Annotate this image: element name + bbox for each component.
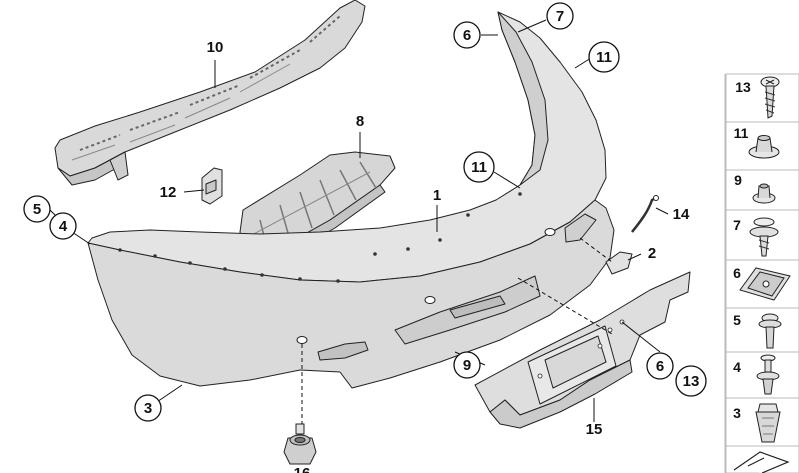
clip-nut-11-icon (748, 135, 780, 159)
part-2-cover-cap (605, 251, 633, 275)
nut-9-icon (752, 183, 776, 204)
callout-label: 4 (59, 218, 68, 235)
callout-label: 10 (207, 39, 224, 56)
callout-label: 14 (673, 206, 690, 223)
clip-3-icon (755, 403, 781, 443)
callout-label: 2 (648, 245, 656, 262)
callout-11b: 11 (588, 41, 620, 73)
screw-7-icon (749, 217, 779, 257)
callout-14: 14 (673, 206, 690, 223)
callout-label: 6 (463, 27, 471, 44)
direction-arrow-icon (733, 451, 790, 473)
side-item-label: 3 (733, 405, 741, 421)
screw-13-icon (760, 76, 780, 119)
side-item-label: 6 (733, 265, 741, 281)
part-1-bumper-panel (87, 11, 615, 389)
callout-5: 5 (23, 195, 51, 223)
callout-3: 3 (134, 394, 162, 422)
callout-13: 13 (675, 365, 707, 397)
part-10-bumper-carrier (54, 0, 366, 186)
side-item-label: 9 (734, 172, 742, 188)
callout-1: 1 (433, 187, 441, 204)
callout-9: 9 (453, 351, 481, 379)
callout-11a: 11 (463, 151, 495, 183)
callout-16: 16 (294, 465, 311, 473)
callout-label: 5 (33, 201, 41, 218)
callout-6a: 6 (453, 21, 481, 49)
callout-label: 7 (556, 8, 564, 25)
callout-label: 3 (144, 400, 152, 417)
callout-label: 11 (471, 159, 487, 176)
callout-label: 11 (596, 49, 612, 66)
side-item-label: 13 (735, 79, 751, 95)
callout-7: 7 (546, 2, 574, 30)
side-item-label: 7 (733, 217, 741, 233)
callout-2: 2 (648, 245, 656, 262)
rivet-4-icon (756, 354, 780, 395)
part-16-sensor (283, 423, 317, 465)
callout-label: 12 (160, 184, 177, 201)
part-15-plate-bracket (474, 271, 691, 429)
part-14-wire (631, 195, 659, 233)
callout-label: 16 (294, 465, 311, 473)
side-item-label: 11 (734, 125, 749, 141)
callout-label: 15 (586, 421, 603, 438)
callout-label: 13 (683, 373, 700, 390)
callout-10: 10 (207, 39, 224, 56)
fastener-panel: 13 11 9 7 6 5 4 3 (724, 73, 799, 473)
callout-8: 8 (356, 113, 364, 130)
callout-12: 12 (160, 184, 177, 201)
callout-label: 6 (656, 358, 664, 375)
callout-6b: 6 (646, 352, 674, 380)
bolt-5-icon (758, 313, 782, 349)
callout-label: 9 (463, 357, 471, 374)
callout-label: 1 (433, 187, 441, 204)
speed-nut-6-icon (739, 267, 791, 301)
callout-15: 15 (586, 421, 603, 438)
callout-label: 8 (356, 113, 364, 130)
side-item-label: 4 (733, 359, 741, 375)
callout-4: 4 (49, 212, 77, 240)
side-item-label: 5 (733, 312, 741, 328)
leader-lines (48, 19, 669, 424)
part-12-clip (201, 167, 223, 205)
